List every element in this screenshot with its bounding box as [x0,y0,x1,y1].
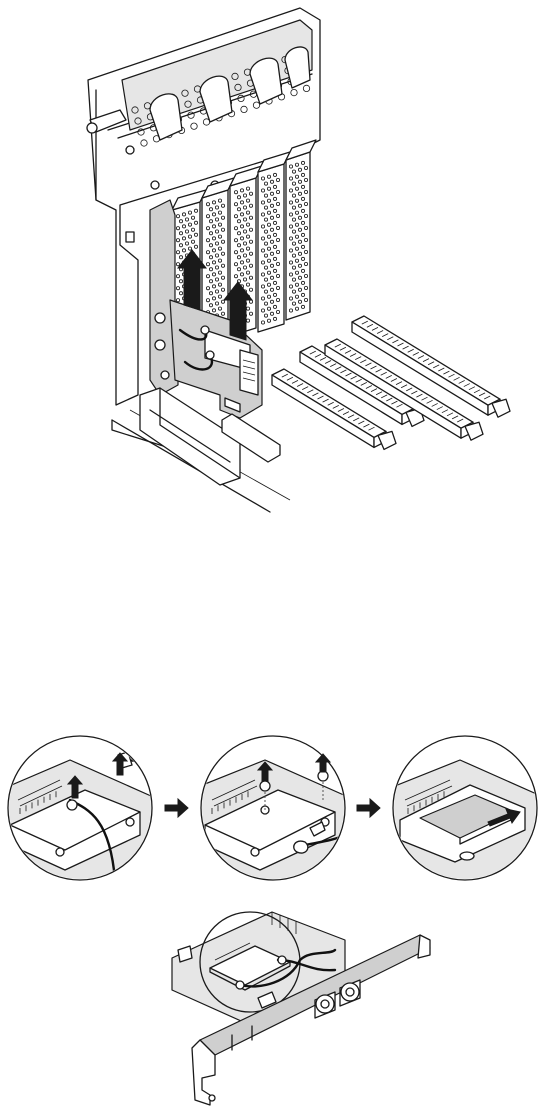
main-assembly-illustration [0,0,549,520]
antenna-connector-icon [315,992,335,1018]
arrow-right-icon [357,799,380,817]
wifi-module-callout [200,912,335,1012]
pcie-bracket [192,935,430,1105]
arrow-right-icon [165,799,188,817]
step-2-detail [190,736,355,880]
step-1-detail [0,736,160,880]
step-3-detail [385,736,549,880]
pcie-slots [272,316,510,449]
antenna-connector-icon [340,980,360,1006]
adapter-pcb [172,912,345,1025]
